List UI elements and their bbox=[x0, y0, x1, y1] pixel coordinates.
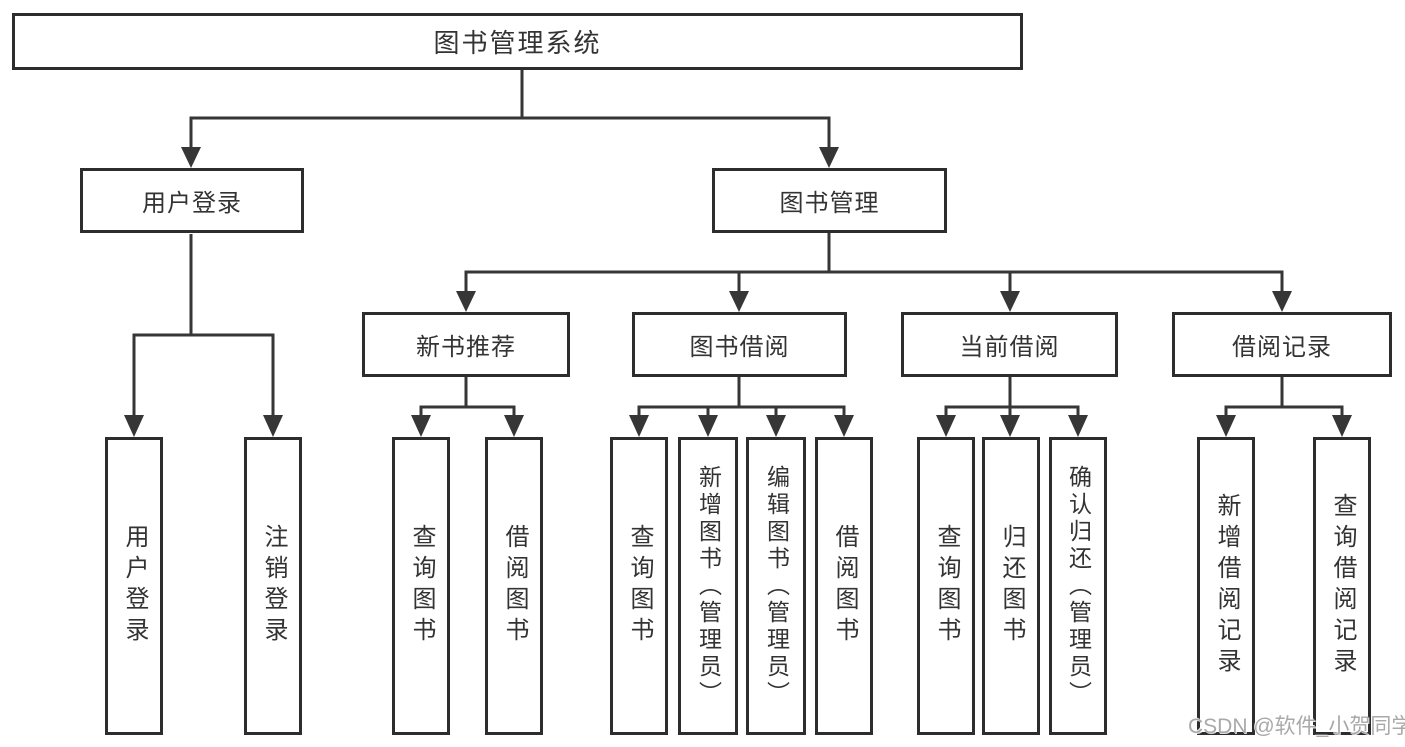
node-user-login-label: 用户登录 bbox=[142, 190, 242, 217]
node-current-borrowing: 当前借阅 bbox=[901, 312, 1118, 377]
node-borrowing-records: 借阅记录 bbox=[1172, 312, 1392, 377]
node-book-management: 图书管理 bbox=[712, 168, 947, 233]
node-leaf-borrow-books-2-label: 借阅图书 bbox=[831, 524, 858, 648]
connector-current-to-leaves bbox=[936, 377, 1088, 437]
node-new-book-recommend-label: 新书推荐 bbox=[416, 334, 516, 361]
node-new-book-recommend: 新书推荐 bbox=[362, 312, 570, 377]
node-root: 图书管理系统 bbox=[12, 13, 1023, 70]
node-leaf-query-books-3: 查询图书 bbox=[917, 437, 975, 735]
node-leaf-query-books-2-label: 查询图书 bbox=[626, 524, 653, 648]
node-leaf-add-borrow-record-label: 新增借阅记录 bbox=[1213, 493, 1240, 679]
node-leaf-query-books-3-label: 查询图书 bbox=[933, 524, 960, 648]
node-leaf-query-books-1-label: 查询图书 bbox=[408, 524, 435, 648]
node-book-borrowing-label: 图书借阅 bbox=[689, 334, 790, 361]
node-book-management-label: 图书管理 bbox=[779, 190, 880, 217]
node-leaf-confirm-return-admin-label: 确认归还（管理员） bbox=[1065, 464, 1092, 708]
connector-userlogin-to-leaves bbox=[124, 234, 283, 437]
node-leaf-user-login-label: 用户登录 bbox=[121, 524, 148, 648]
connector-records-to-leaves bbox=[1216, 377, 1352, 437]
node-leaf-add-book-admin: 新增图书（管理员） bbox=[678, 437, 738, 735]
node-leaf-edit-book-admin: 编辑图书（管理员） bbox=[746, 437, 806, 735]
node-book-borrowing: 图书借阅 bbox=[632, 312, 847, 377]
node-leaf-query-borrow-record-label: 查询借阅记录 bbox=[1329, 493, 1356, 679]
node-leaf-query-borrow-record: 查询借阅记录 bbox=[1313, 437, 1371, 735]
node-leaf-logout-label: 注销登录 bbox=[260, 524, 287, 648]
connector-root-to-level2 bbox=[181, 70, 839, 168]
node-leaf-borrow-books-1-label: 借阅图书 bbox=[501, 524, 528, 648]
node-leaf-logout: 注销登录 bbox=[244, 437, 302, 735]
node-borrowing-records-label: 借阅记录 bbox=[1232, 334, 1332, 361]
node-leaf-confirm-return-admin: 确认归还（管理员） bbox=[1049, 437, 1107, 735]
node-leaf-borrow-books-1: 借阅图书 bbox=[485, 437, 543, 735]
node-leaf-edit-book-admin-label: 编辑图书（管理员） bbox=[763, 464, 790, 708]
node-leaf-query-books-2: 查询图书 bbox=[610, 437, 668, 735]
node-root-label: 图书管理系统 bbox=[433, 28, 602, 58]
node-current-borrowing-label: 当前借阅 bbox=[959, 334, 1060, 361]
node-leaf-query-books-1: 查询图书 bbox=[392, 437, 450, 735]
node-leaf-add-borrow-record: 新增借阅记录 bbox=[1197, 437, 1255, 735]
node-leaf-borrow-books-2: 借阅图书 bbox=[815, 437, 873, 735]
node-leaf-user-login: 用户登录 bbox=[105, 437, 163, 735]
connector-borrow-to-leaves bbox=[629, 377, 854, 437]
connector-newbooks-to-leaves bbox=[411, 377, 524, 437]
connector-bookmgmt-to-level3 bbox=[456, 232, 1292, 312]
node-leaf-add-book-admin-label: 新增图书（管理员） bbox=[695, 464, 722, 708]
node-leaf-return-book: 归还图书 bbox=[982, 437, 1040, 735]
node-user-login: 用户登录 bbox=[80, 168, 304, 233]
node-leaf-return-book-label: 归还图书 bbox=[998, 524, 1025, 648]
csdn-watermark: CSDN @软件_小贺同学 bbox=[1188, 715, 1405, 738]
